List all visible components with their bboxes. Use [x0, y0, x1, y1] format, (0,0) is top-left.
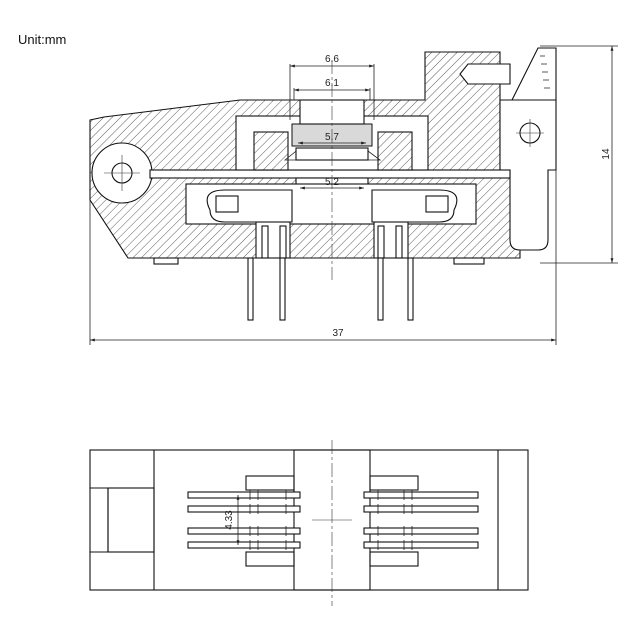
lever-grip: [511, 47, 557, 101]
top-bolt: [459, 63, 511, 85]
dim-5-7: 5.7: [325, 132, 339, 143]
dim-14: 14: [601, 148, 612, 160]
pin-rows-right: [363, 491, 479, 549]
dim-6-6: 6.6: [325, 54, 339, 65]
lever-arm: [499, 99, 557, 251]
dim-5-2: 5.2: [325, 177, 339, 188]
pins: [247, 257, 414, 321]
right-foot: [453, 257, 485, 265]
pin-rows-left: [187, 491, 301, 549]
side-view-dimensions: 6.6 6.1 5.7 5.2 37 14: [89, 45, 618, 345]
left-foot: [153, 257, 179, 265]
dim-6-1: 6.1: [325, 78, 339, 89]
dim-4-33: 4.33: [224, 510, 235, 530]
unit-label: Unit:mm: [18, 32, 67, 47]
bottom-outline: [89, 449, 529, 591]
bottom-view: 4.33: [89, 440, 529, 606]
side-view: [89, 47, 557, 321]
dim-37: 37: [332, 328, 344, 339]
